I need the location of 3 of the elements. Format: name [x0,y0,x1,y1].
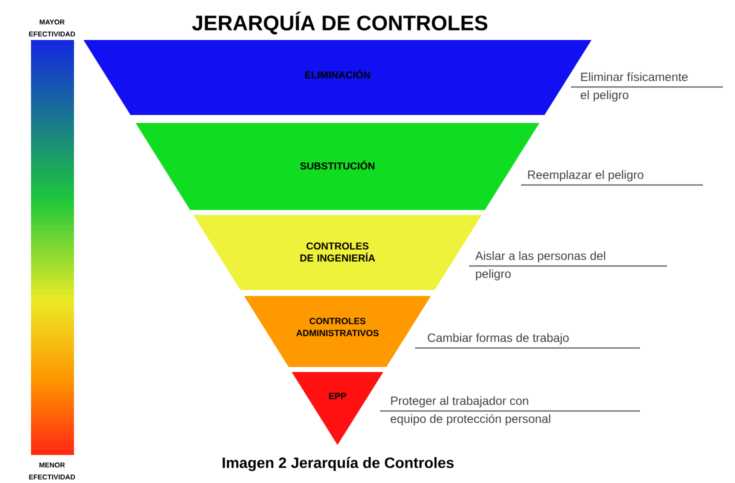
hierarchy-band: EPP [292,372,384,445]
caption: Imagen 2 Jerarquía de Controles [222,456,454,472]
title: JERARQUÍA DE CONTROLES [192,12,488,34]
